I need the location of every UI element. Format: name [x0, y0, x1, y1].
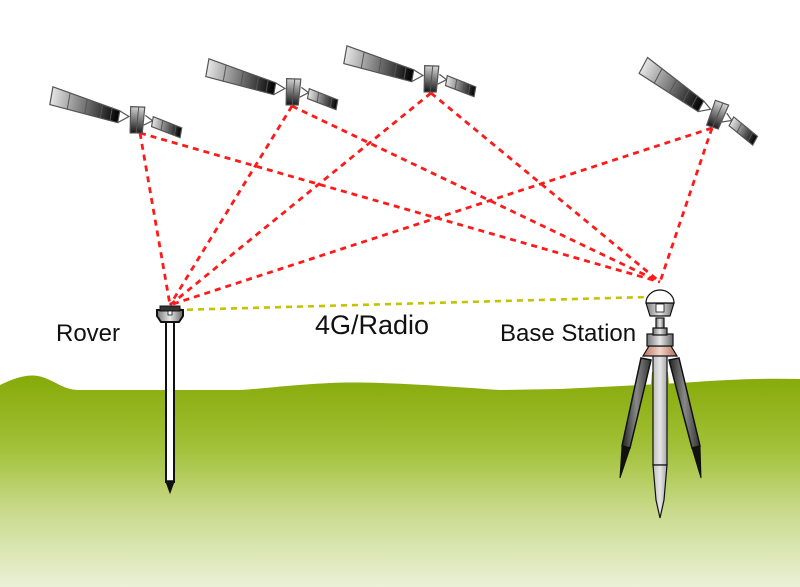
signal-line-sat4-base [658, 127, 714, 283]
signal-line-sat1-base [139, 131, 661, 284]
rover-pole-tip [164, 480, 176, 495]
signal-lines [138, 91, 714, 307]
signal-line-sat2-rover [168, 105, 294, 306]
signal-line-sat1-rover [138, 132, 172, 306]
satellite-3 [340, 45, 480, 102]
base-station-label: Base Station [500, 320, 637, 347]
ground [0, 375, 800, 587]
signal-line-sat2-base [291, 104, 661, 284]
signal-line-sat3-rover [169, 91, 432, 307]
rover-label: Rover [56, 320, 121, 347]
tripod-collar [641, 345, 679, 357]
rover-pole [165, 321, 175, 483]
tripod-center-pole [652, 354, 668, 466]
signal-line-sat3-base [430, 91, 661, 284]
satellite-4 [631, 56, 767, 150]
base-station-device [619, 289, 702, 519]
rover-antenna [156, 309, 184, 323]
base-antenna-dome [645, 289, 675, 304]
satellite-1 [46, 86, 186, 143]
rover-device [156, 305, 184, 495]
signal-line-sat4-rover [169, 126, 713, 307]
correction-link-line [175, 295, 649, 312]
satellite-2 [202, 58, 342, 115]
link-label: 4G/Radio [315, 310, 430, 340]
